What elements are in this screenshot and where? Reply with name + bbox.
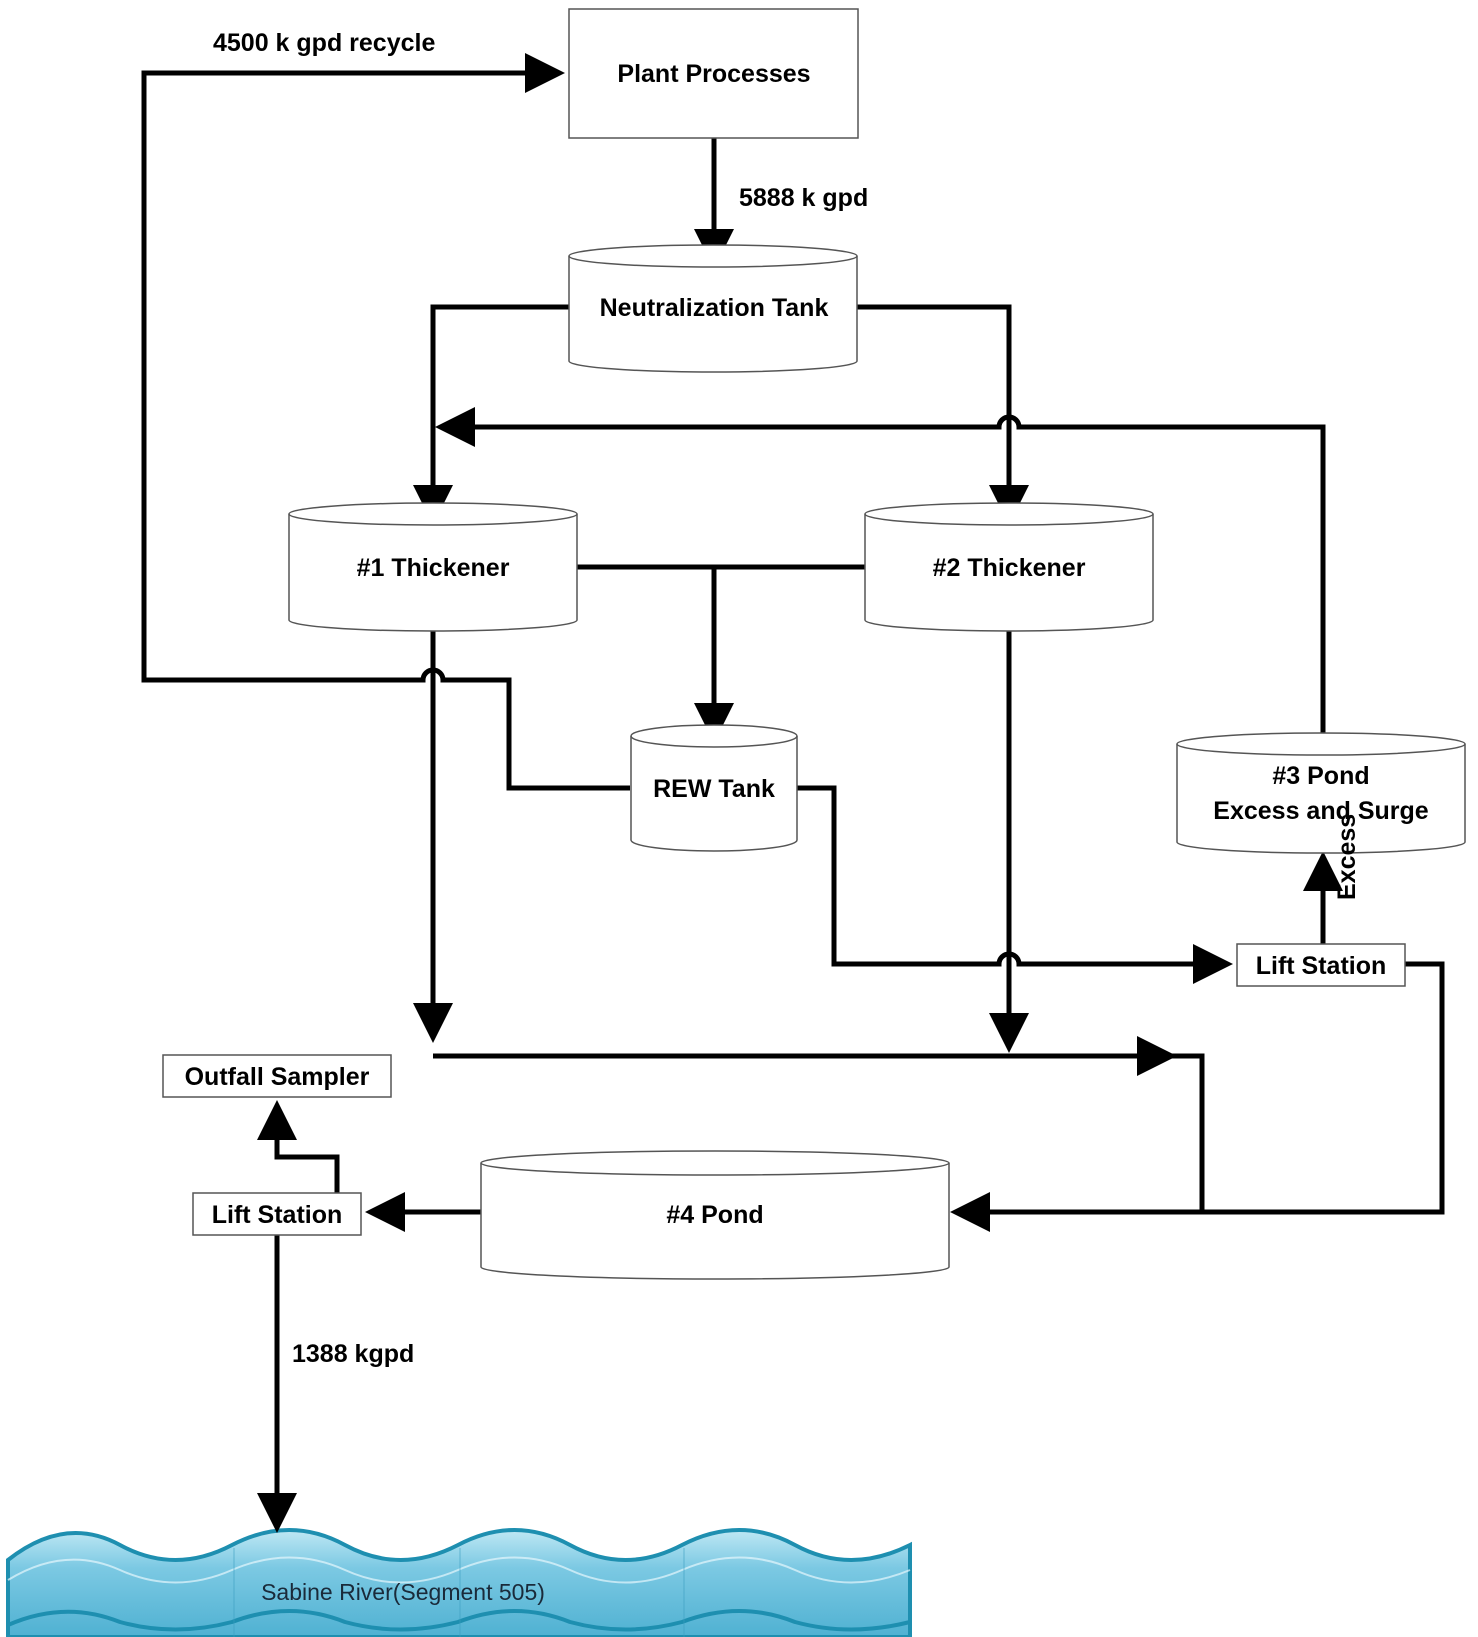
flow-pond3-return	[435, 407, 1326, 733]
plant-outflow-label: 5888 k gpd	[739, 184, 868, 212]
river-label: Sabine River(Segment 505)	[261, 1579, 545, 1605]
lift-station-west-label: Lift Station	[212, 1201, 343, 1229]
discharge-flow-label: 1388 kgpd	[292, 1340, 414, 1368]
pond-4-label: #4 Pond	[666, 1201, 763, 1229]
rew-tank-label: REW Tank	[653, 775, 775, 803]
pond-3-label-line1: #3 Pond	[1272, 762, 1369, 790]
flow-neutralization-to-thickener2	[856, 304, 1029, 525]
flow-collection-down	[1172, 1053, 1205, 1212]
neutralization-tank-label: Neutralization Tank	[600, 294, 829, 322]
thickener-2-label: #2 Thickener	[933, 554, 1086, 582]
plant-processes-label: Plant Processes	[617, 60, 810, 88]
flow-to-sampler	[257, 1100, 340, 1194]
lift-station-east-label: Lift Station	[1256, 952, 1387, 980]
outfall-sampler-label: Outfall Sampler	[185, 1063, 370, 1091]
neutralization-tank: Neutralization Tank	[568, 244, 858, 373]
flow-neutralization-to-thickener1	[413, 304, 570, 525]
flow-rew-to-liftstation	[797, 785, 1233, 984]
outfall-sampler-box: Outfall Sampler	[162, 1054, 392, 1098]
flow-recycle	[141, 53, 630, 791]
rew-tank: REW Tank	[630, 724, 798, 852]
thickener-2: #2 Thickener	[864, 502, 1154, 632]
thickener-1: #1 Thickener	[288, 502, 578, 632]
pond-4: #4 Pond	[480, 1150, 950, 1280]
lift-station-east: Lift Station	[1236, 943, 1406, 987]
lift-station-west: Lift Station	[192, 1192, 362, 1236]
plant-processes-box: Plant Processes	[568, 8, 859, 139]
river: Sabine River(Segment 505)	[6, 1528, 912, 1637]
flow-to-pond4	[950, 961, 1445, 1232]
pond-3: #3 Pond Excess and Surge	[1176, 732, 1466, 854]
flow-lines	[141, 53, 1445, 1533]
thickener-1-label: #1 Thickener	[357, 554, 510, 582]
excess-flow-label: Excess	[1333, 814, 1361, 900]
pond-3-label-line2: Excess and Surge	[1213, 797, 1428, 825]
recycle-flow-label: 4500 k gpd recycle	[213, 29, 435, 57]
